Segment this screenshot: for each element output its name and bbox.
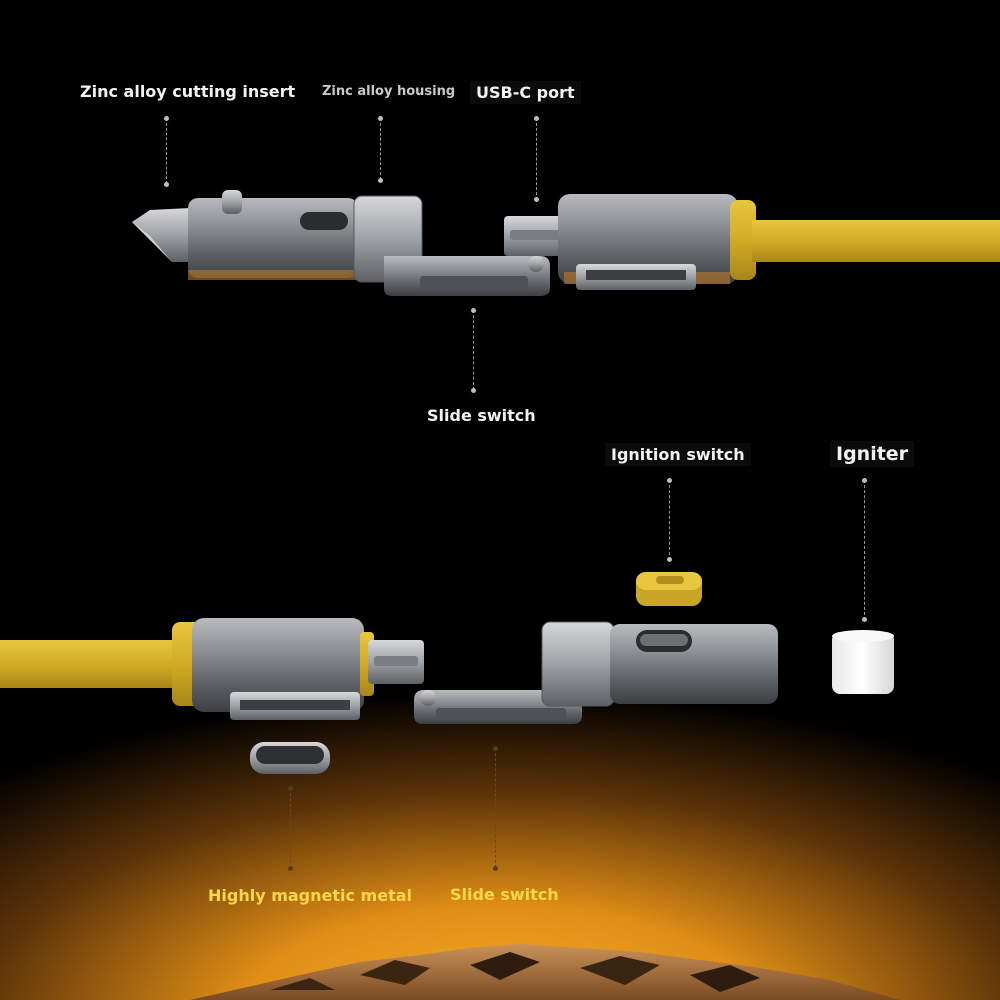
leader-dot [862,617,867,622]
ignition-housing [541,621,778,707]
leader-dot [534,197,539,202]
leader-cutting-insert [166,118,167,184]
leader-dot [667,478,672,483]
orange-glow [0,560,1000,1000]
leader-igniter [864,480,865,620]
cutting-insert [132,208,190,262]
label-usbc-port: USB-C port [470,81,581,104]
leader-dot [493,866,498,871]
label-ignition-switch: Ignition switch [605,443,751,466]
leader-dot [378,116,383,121]
label-zinc-cutting-insert: Zinc alloy cutting insert [80,82,296,101]
usbc-port-top [504,216,566,256]
slide-switch-top [384,256,550,296]
label-slide-switch-top: Slide switch [427,406,536,425]
leader-magnetic [290,788,291,868]
slide-switch-bottom [414,690,582,724]
leader-dot [378,178,383,183]
connector-head-bottom [172,618,374,720]
label-magnetic-metal: Highly magnetic metal [208,886,413,905]
leader-dot [534,116,539,121]
leader-dot [288,866,293,871]
leader-dot [862,478,867,483]
leader-slide-top [473,310,474,390]
cable-bottom [0,640,200,688]
leader-housing [380,118,381,180]
leader-dot [471,388,476,393]
leader-dot [667,557,672,562]
zinc-housing [188,190,423,283]
leader-dot [493,746,498,751]
usbc-port-bottom [368,640,424,684]
connector-head-top [558,194,756,290]
leader-slide-bottom [495,748,496,868]
cable-top [752,220,1000,262]
igniter-piece [832,630,894,694]
leader-dot [288,786,293,791]
leader-usbc [536,118,537,200]
label-zinc-housing: Zinc alloy housing [322,84,456,99]
label-slide-switch-bottom: Slide switch [450,885,559,904]
leader-dot [471,308,476,313]
rock-terrain [190,944,900,1000]
magnetic-metal-piece [250,742,330,774]
leader-ignition-switch [669,480,670,560]
label-igniter: Igniter [830,441,915,467]
leader-dot [164,182,169,187]
leader-dot [164,116,169,121]
ignition-switch-piece [636,572,702,606]
